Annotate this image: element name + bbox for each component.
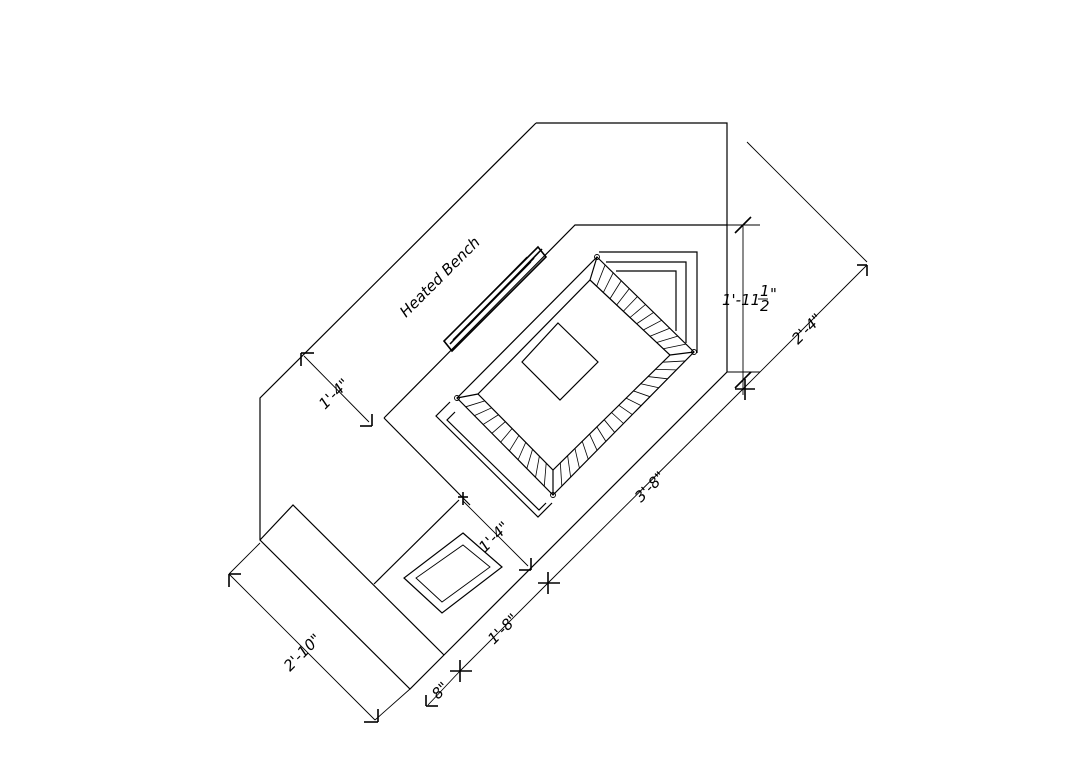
hatch-line bbox=[656, 335, 678, 343]
hatch-line bbox=[500, 428, 513, 443]
hatch-line bbox=[474, 407, 492, 417]
lower-module-divider bbox=[373, 499, 460, 585]
dim-small-offset-text: 8" bbox=[428, 678, 452, 702]
dim-right-height-den: 2 bbox=[760, 297, 770, 315]
lower-module-outline bbox=[259, 504, 445, 656]
hatch-line bbox=[526, 449, 533, 469]
heated-bench-element bbox=[442, 245, 548, 353]
dim-right-diagonal-text: 2'-4" bbox=[788, 310, 826, 348]
hatch-line bbox=[611, 412, 624, 424]
lower-fixture bbox=[403, 532, 503, 614]
dim-left-diagonal: 2'-10" bbox=[228, 542, 411, 723]
hatch-line bbox=[616, 288, 630, 306]
dim-right-height: 1'-11 1 2 " bbox=[722, 216, 777, 395]
dim-lower-segment: 1'-8" bbox=[450, 582, 549, 682]
hatch-line bbox=[625, 397, 642, 406]
heated-bench-label: Heated Bench bbox=[396, 233, 484, 321]
hatch-line bbox=[629, 304, 646, 318]
hatch-line bbox=[596, 426, 607, 442]
hatch-line bbox=[609, 280, 622, 299]
heater-corner-point bbox=[550, 492, 556, 498]
hatch-line bbox=[655, 368, 677, 371]
hatch-line bbox=[618, 404, 633, 415]
hatch-line bbox=[640, 383, 659, 389]
dim-right-diagonal: 2'-4" bbox=[735, 141, 868, 400]
hatch-line bbox=[559, 462, 563, 487]
hatch-line bbox=[589, 433, 598, 451]
dim-long-diagonal-text: 3'-8" bbox=[631, 468, 669, 506]
outer-outline bbox=[259, 122, 728, 690]
hatch-line bbox=[574, 448, 580, 469]
hatch-line bbox=[643, 319, 662, 331]
dim-right-height-inch: " bbox=[770, 285, 777, 303]
inner-diagonal-edge bbox=[383, 417, 471, 506]
dim-inner-step-text: 1'-4" bbox=[475, 518, 513, 556]
dim-small-offset: 8" bbox=[425, 670, 461, 707]
hatch-line bbox=[517, 442, 527, 460]
heater-hatch-right bbox=[559, 264, 686, 487]
hatch-line bbox=[649, 327, 670, 337]
hatch-line bbox=[482, 414, 499, 425]
hatch-line bbox=[662, 360, 686, 363]
hatch-line bbox=[543, 463, 547, 487]
inner-bench-edge bbox=[383, 224, 727, 419]
hatch-line bbox=[581, 441, 589, 460]
dim-right-height-text: 1'-11 bbox=[722, 291, 760, 309]
hatch-line bbox=[596, 264, 606, 287]
hatch-line bbox=[603, 419, 615, 433]
hatch-line bbox=[633, 390, 651, 398]
heater-corner-point bbox=[594, 254, 600, 260]
hatch-line bbox=[636, 312, 654, 325]
hatch-line bbox=[491, 421, 506, 434]
dim-long-diagonal: 3'-8" bbox=[538, 388, 744, 594]
heater-surround bbox=[435, 251, 698, 518]
heater-center-square bbox=[521, 322, 599, 401]
hatch-line bbox=[465, 400, 485, 408]
hatch-line bbox=[623, 296, 638, 312]
dim-lower-segment-text: 1'-8" bbox=[484, 610, 522, 648]
hatch-line bbox=[602, 272, 614, 293]
dim-bench-depth: 1'-4" bbox=[300, 352, 373, 427]
dim-right-height-num: 1 bbox=[760, 282, 770, 300]
hatch-line bbox=[567, 455, 572, 478]
heater-hatch-left bbox=[465, 400, 547, 487]
hatch-line bbox=[648, 376, 668, 380]
hatch-line bbox=[535, 456, 540, 478]
hatch-line bbox=[663, 343, 686, 350]
heater-corner-point bbox=[454, 395, 460, 401]
heater-unit bbox=[454, 254, 697, 498]
dim-bench-depth-text: 1'-4" bbox=[315, 375, 353, 413]
hatch-line bbox=[509, 435, 520, 452]
dim-left-diagonal-text: 2'-10" bbox=[280, 630, 325, 675]
